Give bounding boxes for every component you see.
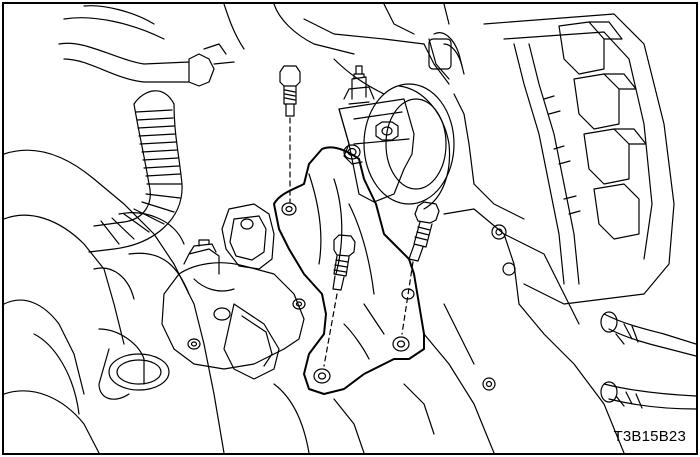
thermostat-housing: [161, 203, 305, 370]
mount-arm: [343, 143, 363, 165]
mount-insulator: [338, 86, 415, 203]
ignition-coil-pack: [428, 13, 675, 305]
engine-mount-bracket: [273, 146, 425, 395]
bracket-detail: [308, 173, 385, 360]
right-hoses: [600, 311, 696, 410]
cylinder-head: [423, 208, 625, 453]
bracket-bolt-holes: [281, 202, 415, 384]
mounting-bolt-3: [408, 201, 440, 262]
coolant-pipe: [98, 328, 170, 400]
mount-nut: [375, 121, 399, 141]
corrugated-hose: [88, 90, 183, 253]
alignment-line-3: [401, 261, 414, 335]
engine-mount-illustration: [4, 4, 696, 453]
pulley-cover: [363, 83, 455, 210]
mounting-bolt-1: [279, 65, 301, 117]
water-pump: [183, 239, 306, 380]
alignment-line-2: [323, 293, 338, 367]
lower-engine-detail: [273, 303, 475, 453]
transmission-housing: [4, 149, 225, 453]
mount-stud: [348, 65, 370, 105]
engine-block: [273, 4, 525, 220]
figure-code: T3B15B23: [613, 428, 686, 445]
mounting-bolt-2: [332, 234, 356, 291]
upper-hose-clamp: [58, 4, 245, 87]
